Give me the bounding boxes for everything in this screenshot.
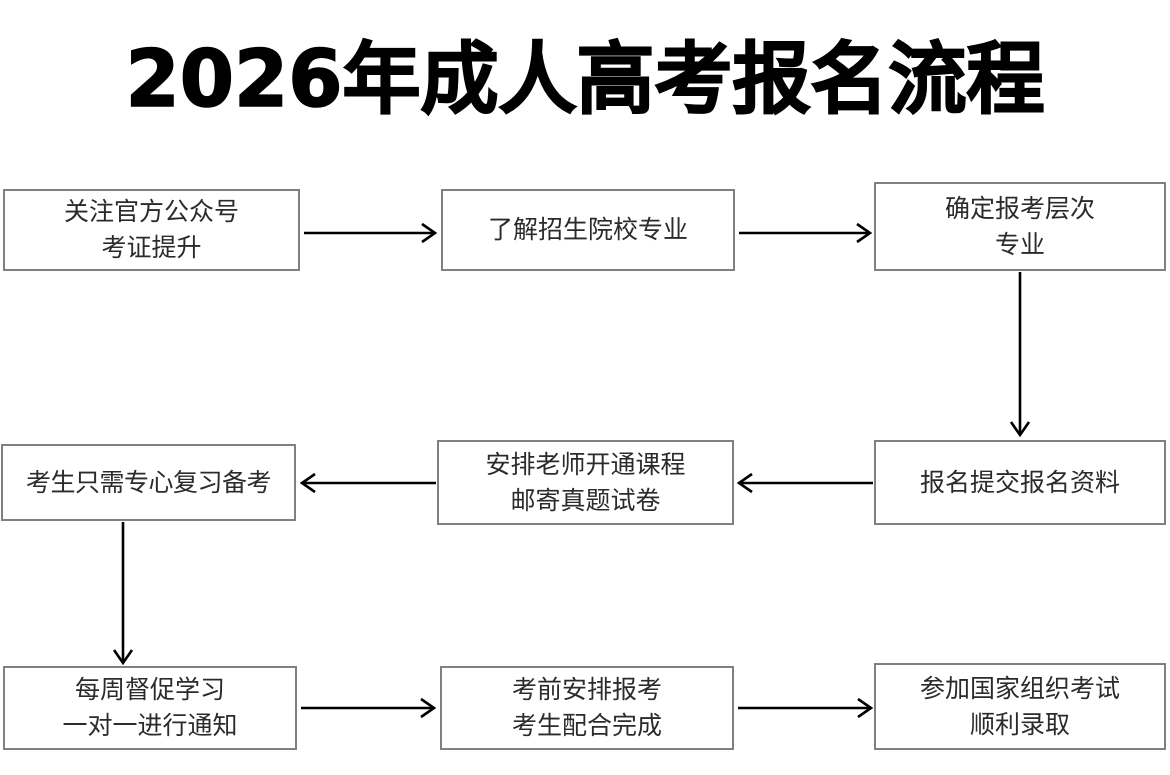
flow-node-n1[interactable]: 关注官方公众号 考证提升: [3, 189, 300, 271]
flow-node-n9-line2: 顺利录取: [969, 710, 1070, 739]
flow-node-n8-line1: 考前安排报考: [511, 676, 662, 704]
edge-n7-to-n8: [301, 693, 437, 723]
flow-node-n5[interactable]: 安排老师开通课程 邮寄真题试卷: [437, 440, 734, 525]
edge-n2-to-n3: [739, 218, 873, 248]
flow-node-n2[interactable]: 了解招生院校专业: [441, 189, 735, 271]
flow-node-n8-line2: 考生配合完成: [511, 712, 662, 740]
edge-n4-to-n7: [108, 522, 138, 666]
flow-node-n4[interactable]: 考生只需专心复习备考: [1, 444, 296, 521]
flow-node-n1-line2: 考证提升: [101, 234, 202, 262]
flow-node-n7-line2: 一对一进行通知: [62, 712, 238, 740]
flow-node-n9[interactable]: 参加国家组织考试 顺利录取: [874, 663, 1166, 750]
flow-node-n5-line1: 安排老师开通课程: [485, 450, 686, 479]
flow-node-n5-line2: 邮寄真题试卷: [510, 486, 661, 515]
flow-node-n3-line2: 专业: [994, 230, 1045, 259]
flow-node-n8[interactable]: 考前安排报考 考生配合完成: [440, 666, 734, 750]
edge-n8-to-n9: [738, 693, 874, 723]
edge-n5-to-n4: [299, 468, 436, 498]
page-title: 2026年成人高考报名流程: [125, 34, 1046, 126]
flow-node-n4-line1: 考生只需专心复习备考: [25, 468, 272, 497]
flow-node-n6-line1: 报名提交报名资料: [919, 468, 1120, 497]
flow-node-n7-line1: 每周督促学习: [74, 676, 225, 704]
flow-node-n7[interactable]: 每周督促学习 一对一进行通知: [3, 666, 297, 750]
flow-node-n9-line1: 参加国家组织考试: [919, 674, 1120, 703]
edge-n6-to-n5: [736, 468, 873, 498]
flow-node-n3[interactable]: 确定报考层次 专业: [874, 182, 1166, 271]
flow-node-n6[interactable]: 报名提交报名资料: [874, 440, 1166, 525]
flow-node-n1-line1: 关注官方公众号: [63, 198, 239, 226]
edge-n3-to-n6: [1005, 272, 1035, 438]
flow-node-n2-line1: 了解招生院校专业: [487, 216, 688, 244]
flow-node-n3-line1: 确定报考层次: [944, 194, 1095, 223]
edge-n1-to-n2: [304, 218, 438, 248]
